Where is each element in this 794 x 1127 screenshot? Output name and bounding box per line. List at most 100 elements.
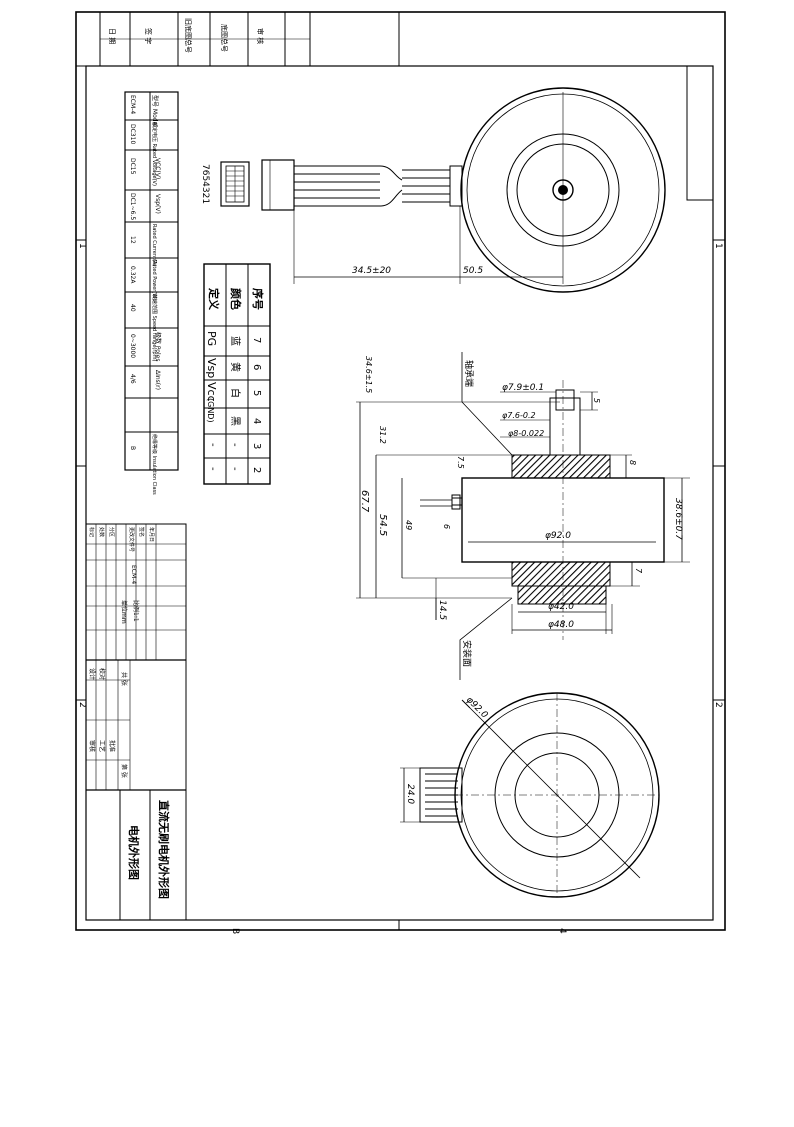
zone-2-right: 2	[713, 702, 723, 708]
tb-material: ECM-4	[130, 565, 137, 584]
spec-value-0: ECM-4	[129, 95, 136, 114]
pin-2-no: 2	[251, 467, 262, 473]
pin-2-color: -	[229, 467, 240, 471]
drawing-product-name: 直流无刷电机外形图	[157, 800, 171, 899]
tb-field-sign: 签名	[138, 527, 145, 537]
dim-base-offset: 14.5	[437, 600, 447, 620]
dim-front-dia: φ92.0	[464, 695, 490, 721]
rev-label-date: 日 期	[108, 28, 116, 44]
tb-role-process: 工艺	[98, 740, 106, 752]
dim-lead-length: 34.5±20	[352, 266, 391, 276]
dim-lead-offset: 50.5	[463, 266, 483, 276]
tb-role-design: 设计	[88, 668, 96, 680]
pin-table: 序号 颜色 定义 7 蓝 PG 6 黄 Vsp 5 白 Vcc 4 黑 (GND…	[203, 263, 271, 485]
spec-label-8: ΔIns(r)	[154, 370, 161, 390]
pin-3-def: -	[207, 443, 218, 447]
pin-6-def: Vsp	[205, 358, 218, 378]
side-view-callouts: 轴承端 安装面	[459, 352, 513, 680]
spec-label-2: VCC(V)	[154, 158, 161, 179]
drawing-name: 电机外形图	[127, 825, 141, 880]
dim-flange-bottom: 7	[634, 568, 643, 574]
zone-4-bottom: 4	[557, 928, 567, 934]
title-block: 标记 处数 分区 更改文件号 签名 年月日 ECM-4 设计 校对 审核 工艺 …	[85, 523, 187, 921]
tb-field-count: 处数	[98, 527, 105, 537]
dim-boss-dia: φ8-0.022	[508, 429, 544, 438]
tb-field-file: 更改文件号	[128, 527, 135, 552]
dim-depth: 31.2	[378, 426, 387, 444]
rev-label-sign: 签 字	[144, 28, 153, 44]
callout-bottom-label: 安装面	[461, 640, 473, 667]
spec-label-1: 额定电压 Rated Voltage(V)	[151, 122, 158, 186]
pin-sequence: 7654321	[200, 164, 210, 204]
pin-4-def: (GND)	[206, 398, 215, 423]
spec-label-6: 转速范围 Speed range(rpm)	[151, 294, 158, 361]
spec-label-4: Rated Current(A)	[151, 224, 157, 266]
dim-cable-width: 24.0	[405, 784, 415, 804]
dim-total-len: 67.7	[359, 490, 370, 513]
dim-body-dia: φ92.0	[545, 531, 571, 541]
motor-side-view	[420, 380, 665, 640]
side-view-dimensions: φ7.9±0.1 φ7.6-0.2 φ8-0.022 5 34.6±1.5 31…	[356, 356, 690, 634]
pin-4-no: 4	[251, 418, 262, 424]
spec-label-0: 型号 Model	[151, 95, 159, 127]
dim-mount-outer: φ48.0	[548, 620, 574, 630]
pin-3-no: 3	[251, 443, 262, 449]
spec-label-5: Rated Power(W)	[151, 260, 157, 300]
pin-5-no: 5	[251, 390, 262, 396]
pin-7-def: PG	[205, 331, 218, 346]
pin-7-no: 7	[251, 337, 262, 343]
spec-value-3: DC1~6.5	[129, 193, 136, 220]
rev-label-base: 底图总号	[220, 24, 229, 52]
pin-4-color: 黑	[229, 416, 241, 426]
pin-7-color: 蓝	[229, 336, 241, 346]
dim-shaft-dia: φ7.9±0.1	[502, 383, 544, 393]
connector-plug: 7654321	[200, 161, 250, 207]
motor-front-view: φ92.0 24.0	[400, 692, 660, 898]
tb-sheet-no: 第 张	[120, 764, 128, 778]
rev-label-review: 审 核	[256, 28, 265, 44]
tb-sheet-count: 共 张	[120, 672, 128, 686]
dim-lead-gap: 6	[442, 524, 451, 529]
pin-6-color: 黄	[229, 362, 242, 372]
rev-label-old: 旧底图总号	[184, 18, 193, 53]
zone-2-left: 2	[77, 702, 87, 708]
pin-6-no: 6	[251, 364, 262, 370]
spec-label-3: Vsp(V)	[154, 194, 161, 214]
dim-shaft-flat: φ7.6-0.2	[502, 411, 536, 420]
dim-shaft-len-left: 34.6±1.5	[364, 356, 373, 393]
dim-hub-len: 49	[404, 520, 413, 530]
tb-field-mark: 标记	[88, 527, 95, 537]
dim-right-thk: 8	[628, 460, 637, 465]
spec-value-7: 0~3000	[129, 334, 136, 358]
callout-top-label: 轴承端	[463, 360, 475, 387]
lead-harness	[261, 159, 463, 211]
spec-label-9: 绝缘等级 Insulation Class	[151, 434, 158, 495]
spec-value-5: 0.32A	[129, 266, 136, 284]
pin-5-def: Vcc	[205, 382, 218, 402]
tb-field-date: 年月日	[148, 527, 155, 542]
pin-header-color: 颜色	[229, 288, 243, 310]
outer-frame	[75, 11, 726, 931]
dim-boss-len: 5	[592, 398, 601, 403]
dim-body-height: 38.6±0.7	[673, 498, 683, 540]
tb-field-zone: 分区	[108, 527, 115, 537]
dim-body-len: 54.5	[377, 514, 388, 536]
spec-value-4: 12	[129, 236, 136, 244]
spec-value-8: 4/6	[129, 374, 136, 384]
spec-label-7: 极数 Poles	[154, 332, 162, 361]
spec-value-1: DC310	[129, 124, 136, 144]
dim-mount-inner: φ42.0	[548, 602, 574, 612]
pin-header-def: 定义	[207, 288, 221, 311]
spec-value-9: B	[129, 446, 136, 450]
zone-b-bottom: B	[230, 928, 240, 934]
dim-flange-top: 7.5	[456, 456, 465, 469]
tb-role-approve: 批准	[108, 740, 116, 752]
spec-value-2: DC15	[129, 158, 136, 175]
pin-3-color: -	[229, 443, 240, 447]
top-view-dimensions: 34.5±20 50.5	[293, 92, 564, 284]
tb-role-check: 校对	[98, 668, 106, 680]
zone-1-right: 1	[713, 243, 723, 249]
revision-block: 日 期 签 字 旧底图总号 底图总号 审 核	[99, 12, 311, 66]
tb-role-review: 审核	[88, 740, 96, 752]
